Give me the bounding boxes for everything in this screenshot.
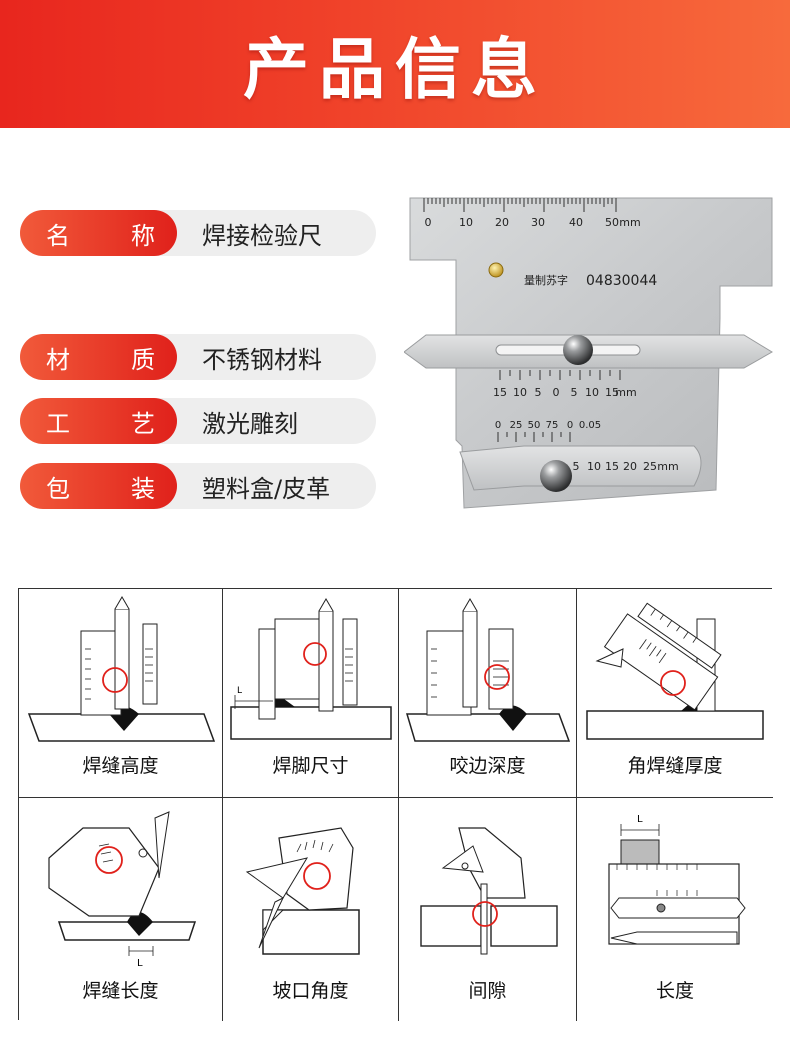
length-symbol: L bbox=[137, 958, 143, 968]
spec-row-material: 材 质 不锈钢材料 bbox=[20, 334, 376, 380]
spec-label-char-1: 材 bbox=[46, 345, 70, 374]
low-scale-label: 5 bbox=[573, 460, 580, 473]
highlight-circle bbox=[303, 642, 327, 666]
top-scale-unit: mm bbox=[619, 216, 640, 229]
length-symbol: L bbox=[637, 814, 643, 825]
low-scale-label: 0 bbox=[495, 420, 501, 431]
groove-angle-diagram bbox=[245, 827, 360, 955]
mid-scale-label: 0 bbox=[553, 386, 560, 399]
top-scale-label: 30 bbox=[531, 216, 545, 229]
maker-mark: 量制苏字 bbox=[524, 273, 568, 287]
usage-cell-undercut-depth: 咬边深度 bbox=[399, 589, 577, 798]
locking-knob bbox=[563, 335, 593, 365]
usage-caption: 间隙 bbox=[468, 980, 507, 1002]
spec-row-packaging: 包 装 塑料盒/皮革 bbox=[20, 463, 376, 509]
low-scale-unit: mm bbox=[657, 460, 678, 473]
usage-caption: 焊缝高度 bbox=[82, 755, 159, 777]
usage-caption: 焊缝长度 bbox=[82, 980, 159, 1002]
mid-scale-label: 10 bbox=[513, 386, 527, 399]
spec-value: 不锈钢材料 bbox=[202, 345, 322, 374]
fillet-throat-diagram bbox=[586, 602, 764, 740]
spec-label-char-1: 名 bbox=[46, 221, 70, 250]
mid-scale-label: 15 bbox=[605, 386, 619, 399]
usage-cell-weld-height: 焊缝高度 bbox=[19, 589, 223, 798]
weld-height-diagram bbox=[27, 596, 216, 742]
usage-caption: 长度 bbox=[655, 980, 694, 1002]
low-scale-label: 50 bbox=[528, 420, 541, 431]
usage-caption: 坡口角度 bbox=[272, 980, 349, 1002]
mid-scale-label: 5 bbox=[571, 386, 578, 399]
spec-label-char-2: 质 bbox=[131, 345, 155, 374]
spec-label-char-2: 装 bbox=[131, 474, 155, 503]
mid-scale-label: 10 bbox=[585, 386, 599, 399]
spec-label-char-2: 艺 bbox=[131, 409, 155, 438]
weld-gauge-illustration: 0 10 20 30 40 50 mm 量制苏字 04830044 15 10 … bbox=[403, 197, 773, 509]
usage-caption: 角焊缝厚度 bbox=[627, 755, 723, 777]
spec-label: 包 装 bbox=[20, 463, 177, 509]
gap-diagram bbox=[420, 827, 558, 955]
top-scale-label: 40 bbox=[569, 216, 583, 229]
usage-cell-length: L 长度 bbox=[577, 798, 773, 1021]
length-symbol: L bbox=[237, 686, 242, 696]
brass-rivet bbox=[488, 262, 504, 278]
spec-label: 名 称 bbox=[20, 210, 177, 256]
spec-label: 工 艺 bbox=[20, 398, 177, 444]
spec-label: 材 质 bbox=[20, 334, 177, 380]
locking-knob bbox=[540, 460, 572, 492]
serial-number: 04830044 bbox=[586, 273, 657, 289]
usage-cell-weld-length: L 焊缝长度 bbox=[19, 798, 223, 1021]
low-scale-label: 20 bbox=[623, 460, 637, 473]
usage-caption: 焊脚尺寸 bbox=[272, 755, 349, 777]
low-scale-label: 0.05 bbox=[579, 420, 601, 431]
low-scale-b-labels: 5 10 15 20 25 mm bbox=[573, 460, 679, 473]
spec-row-process: 工 艺 激光雕刻 bbox=[20, 398, 376, 444]
spec-value: 焊接检验尺 bbox=[202, 221, 322, 250]
mid-scale-label: 15 bbox=[493, 386, 507, 399]
spec-label-char-1: 工 bbox=[46, 409, 70, 438]
top-scale-label: 20 bbox=[495, 216, 509, 229]
usage-cell-gap: 间隙 bbox=[399, 798, 577, 1021]
highlight-circle bbox=[102, 667, 128, 693]
top-scale-label: 10 bbox=[459, 216, 473, 229]
spec-row-name: 名 称 焊接检验尺 bbox=[20, 210, 376, 256]
mid-scale-labels: 15 10 5 0 5 10 15 mm bbox=[493, 386, 637, 399]
mid-scale-label: 5 bbox=[535, 386, 542, 399]
spec-label-char-1: 包 bbox=[46, 474, 70, 503]
low-scale-label: 25 bbox=[643, 460, 657, 473]
highlight-circle bbox=[484, 664, 510, 690]
product-photo: 0 10 20 30 40 50 mm 量制苏字 04830044 15 10 … bbox=[403, 190, 776, 512]
highlight-circle bbox=[660, 670, 686, 696]
low-scale-label: 25 bbox=[510, 420, 523, 431]
low-scale-a-labels: 0 25 50 75 0 0.05 bbox=[495, 420, 601, 431]
highlight-circle bbox=[303, 862, 331, 890]
usage-caption: 咬边深度 bbox=[449, 755, 526, 777]
low-scale-label: 10 bbox=[587, 460, 601, 473]
spec-value: 激光雕刻 bbox=[202, 409, 298, 438]
top-scale-labels: 0 10 20 30 40 50 mm bbox=[425, 216, 641, 229]
low-scale-label: 15 bbox=[605, 460, 619, 473]
usage-grid: 焊缝高度 L 焊脚尺寸 bbox=[18, 588, 773, 1021]
header-banner: 产品信息 bbox=[0, 0, 790, 128]
highlight-circle bbox=[472, 901, 498, 927]
top-scale-label: 50 bbox=[605, 216, 619, 229]
weld-length-diagram: L bbox=[48, 811, 197, 968]
usage-cell-fillet-throat: 角焊缝厚度 bbox=[577, 589, 773, 798]
spec-value: 塑料盒/皮革 bbox=[202, 474, 331, 503]
spec-label-char-2: 称 bbox=[131, 221, 155, 250]
undercut-depth-diagram bbox=[405, 598, 571, 742]
usage-cell-groove-angle: 坡口角度 bbox=[223, 798, 399, 1021]
top-scale-label: 0 bbox=[425, 216, 432, 229]
low-scale-label: 0 bbox=[567, 420, 573, 431]
usage-cell-leg-size: L 焊脚尺寸 bbox=[223, 589, 399, 798]
depth-slider-bar bbox=[459, 445, 702, 491]
mid-scale-ticks bbox=[499, 370, 621, 380]
low-scale-ticks bbox=[497, 432, 571, 442]
highlight-circle bbox=[95, 846, 123, 874]
length-diagram: L bbox=[608, 814, 746, 945]
page-title: 产品信息 bbox=[243, 31, 547, 108]
low-scale-label: 75 bbox=[546, 420, 559, 431]
mid-scale-unit: mm bbox=[615, 386, 636, 399]
leg-size-diagram: L bbox=[230, 598, 392, 740]
top-scale-ticks bbox=[423, 198, 617, 212]
